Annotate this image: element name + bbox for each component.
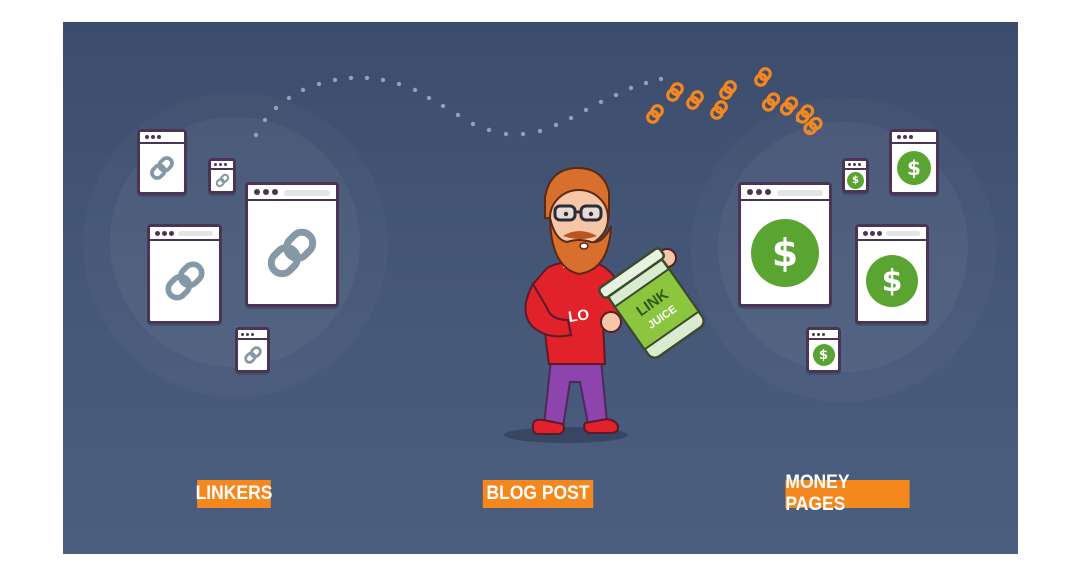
chain-link-icon — [267, 228, 317, 277]
browser-titlebar — [150, 227, 219, 241]
money-page: $ — [889, 129, 939, 195]
character-left-hand — [600, 311, 622, 333]
right-eye — [588, 211, 594, 217]
blogger-character: LO LINK JUICE — [504, 166, 705, 443]
chain-link-icon — [164, 261, 205, 301]
browser-titlebar — [858, 227, 926, 241]
linker-page — [147, 224, 222, 324]
left-shoe — [531, 418, 565, 435]
chain-link-icon — [215, 173, 229, 188]
link-juice-jar: LINK JUICE — [598, 247, 705, 359]
chain-link-icon — [150, 156, 174, 180]
dollar-icon: $ — [812, 344, 835, 366]
right-shoe — [583, 417, 620, 434]
dollar-icon: $ — [751, 218, 819, 287]
blog-post-label: BLOG POST — [482, 480, 594, 508]
dollar-icon: $ — [897, 151, 931, 185]
character-mustache — [563, 231, 597, 239]
linker-page — [235, 327, 270, 373]
left-eye — [563, 211, 569, 217]
browser-titlebar — [211, 161, 233, 170]
linkers-label: LINKERS — [196, 480, 272, 508]
money-page: $ — [806, 327, 841, 373]
linker-page — [137, 129, 187, 195]
character-pants — [542, 359, 609, 429]
chain-link-icon — [243, 346, 262, 364]
money-page: $ — [738, 182, 832, 307]
linker-page — [208, 158, 236, 194]
dollar-icon: $ — [866, 255, 918, 307]
browser-titlebar — [248, 185, 336, 201]
browser-titlebar — [140, 132, 184, 144]
character-left-arm — [524, 281, 573, 338]
browser-titlebar — [845, 161, 866, 170]
money-page: $ — [842, 158, 869, 193]
browser-titlebar — [741, 185, 829, 201]
shirt-logo-text: LO — [567, 306, 590, 326]
browser-titlebar — [809, 330, 838, 340]
character-mouth — [579, 242, 589, 250]
flow-dotted-arc — [253, 75, 812, 138]
browser-titlebar — [892, 132, 936, 144]
illustration-canvas: $ $ $ $ $ LO — [63, 22, 1018, 554]
money-pages-label: MONEY PAGES — [785, 472, 910, 515]
linker-page — [245, 182, 339, 307]
browser-titlebar — [238, 330, 267, 340]
money-page: $ — [855, 224, 929, 324]
dollar-icon: $ — [847, 171, 864, 189]
